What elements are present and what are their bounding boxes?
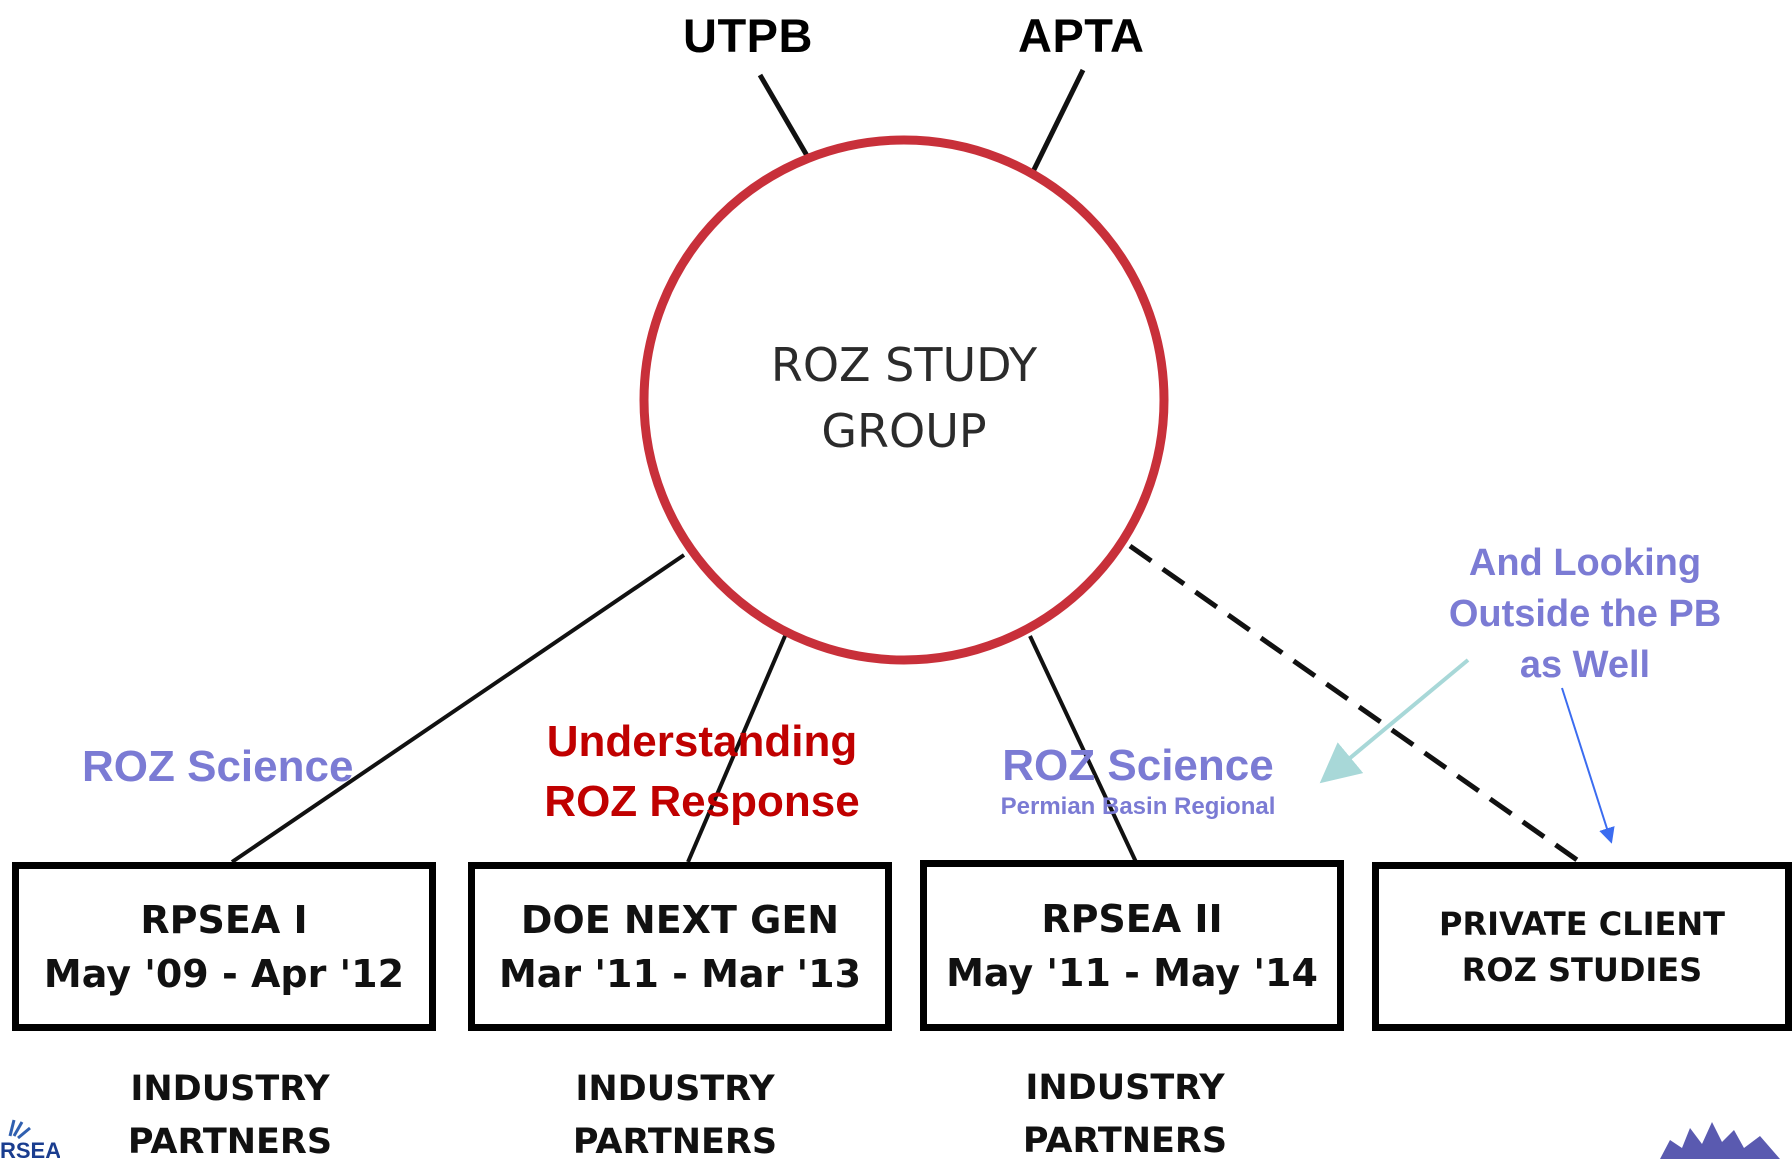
partners-3-line1: INDUSTRY	[1025, 1068, 1225, 1108]
looking-line2: Outside the PB	[1448, 593, 1722, 635]
partners-2-line1: INDUSTRY	[575, 1069, 775, 1109]
rpsea-2-dates: May '11 - May '14	[946, 950, 1318, 995]
understanding-annotation: Understanding ROZ Response	[522, 712, 882, 832]
partners-3-line2: PARTNERS	[1022, 1121, 1228, 1161]
doe-next-gen-dates: Mar '11 - Mar '13	[498, 951, 862, 996]
center-label-line2: GROUP	[821, 404, 987, 458]
private-client-title: PRIVATE CLIENT	[1439, 904, 1725, 943]
private-client-subtitle: ROZ STUDIES	[1461, 950, 1703, 989]
rpsea-2-title: RPSEA II	[1041, 896, 1223, 941]
industry-partners-1: INDUSTRY PARTNERS	[100, 1063, 360, 1169]
looking-line3: as Well	[1519, 644, 1651, 686]
industry-partners-3: INDUSTRY PARTNERS	[995, 1062, 1255, 1168]
understanding-line1: Understanding	[546, 717, 858, 766]
apta-label: APTA	[1018, 9, 1145, 62]
line-private-dashed	[1128, 543, 1582, 865]
line-rpsea2	[1028, 635, 1138, 863]
line-doe	[686, 635, 787, 863]
doe-next-gen-title: DOE NEXT GEN	[520, 897, 840, 942]
industry-partners-2: INDUSTRY PARTNERS	[545, 1063, 805, 1169]
utpb-label: UTPB	[683, 9, 813, 62]
rpsea-2-box: RPSEA II May '11 - May '14	[920, 860, 1344, 1031]
partners-1-line2: PARTNERS	[127, 1122, 333, 1162]
roz-science-annotation-2: ROZ Science Permian Basin Regional	[968, 740, 1308, 822]
roz-science-2-subtitle: Permian Basin Regional	[1000, 793, 1276, 820]
understanding-line2: ROZ Response	[544, 777, 860, 826]
looking-line1: And Looking	[1468, 542, 1702, 584]
center-label: ROZ STUDY GROUP	[704, 332, 1104, 464]
arrow-teal	[1319, 658, 1470, 784]
partners-1-line1: INDUSTRY	[130, 1069, 330, 1109]
roz-science-annotation-1: ROZ Science	[82, 742, 354, 791]
looking-outside-annotation: And Looking Outside the PB as Well	[1420, 538, 1750, 691]
corner-logo-partial	[1660, 1122, 1780, 1159]
roz-science-2-title: ROZ Science	[1002, 741, 1274, 790]
rpsea-logo-partial: RSEA	[0, 1119, 60, 1159]
private-client-box: PRIVATE CLIENT ROZ STUDIES	[1372, 862, 1792, 1031]
rpsea-1-title: RPSEA I	[140, 897, 308, 942]
line-rpsea1	[230, 553, 686, 864]
arrow-blue	[1561, 687, 1615, 844]
rpsea-1-dates: May '09 - Apr '12	[43, 951, 405, 996]
center-label-line1: ROZ STUDY	[770, 338, 1038, 392]
doe-next-gen-box: DOE NEXT GEN Mar '11 - Mar '13	[468, 862, 892, 1031]
partners-2-line2: PARTNERS	[572, 1122, 778, 1162]
svg-text:RSEA: RSEA	[0, 1138, 60, 1159]
rpsea-1-box: RPSEA I May '09 - Apr '12	[12, 862, 436, 1031]
roz-study-group-circle	[639, 135, 1169, 665]
